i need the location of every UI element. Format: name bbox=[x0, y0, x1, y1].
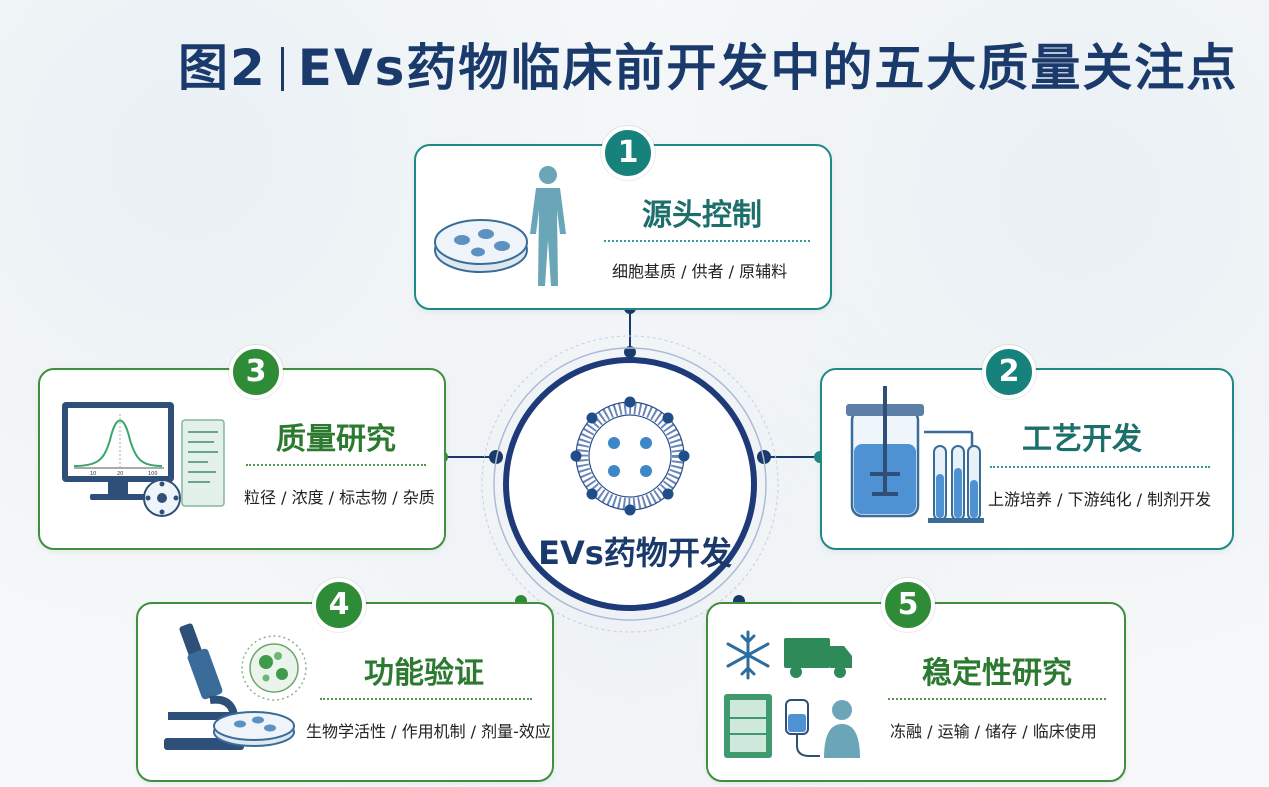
chart-tick-2: 20 bbox=[117, 471, 123, 477]
number-badge-3: 3 bbox=[229, 345, 283, 399]
human-figure-icon bbox=[530, 166, 566, 286]
monitor-chart-icon: 10 20 100 bbox=[62, 402, 225, 517]
chart-tick-3: 100 bbox=[148, 471, 158, 477]
card-2-subtitle: 上游培养 / 下游纯化 / 制剂开发 bbox=[988, 490, 1212, 509]
truck-icon bbox=[784, 638, 852, 678]
card-2-divider bbox=[990, 466, 1210, 468]
connector-1-dot-hub bbox=[624, 346, 636, 358]
vesicle-icon bbox=[570, 396, 690, 516]
card-4-divider bbox=[320, 698, 532, 700]
title-separator bbox=[280, 47, 284, 91]
card-stability-research: 稳定性研究 冻融 / 运输 / 储存 / 临床使用 bbox=[706, 602, 1126, 782]
number-badge-5: 5 bbox=[881, 578, 935, 632]
card-4-subtitle: 生物学活性 / 作用机制 / 剂量-效应 bbox=[306, 722, 551, 741]
stability-icons bbox=[724, 630, 860, 758]
card-2-title: 工艺开发 bbox=[1022, 422, 1142, 457]
card-1-divider bbox=[604, 240, 810, 242]
microscope-icon bbox=[164, 623, 307, 750]
card-quality-research: 10 20 100 质量研究 粒径 / 浓度 / 标志物 / 杂质 bbox=[38, 368, 446, 550]
center-label: EVs药物开发 bbox=[538, 534, 732, 572]
figure-number: 图2 bbox=[178, 39, 267, 97]
chart-tick-1: 10 bbox=[90, 471, 96, 477]
hub-halo-inner bbox=[493, 347, 767, 621]
hub-halo-outer bbox=[481, 335, 779, 633]
card-3-title: 质量研究 bbox=[276, 422, 396, 457]
hub-circle bbox=[503, 357, 757, 611]
freezer-icon bbox=[724, 694, 772, 758]
card-4-title: 功能验证 bbox=[364, 656, 484, 691]
number-badge-4: 4 bbox=[312, 578, 366, 632]
page-title: 图2 EVs药物临床前开发中的五大质量关注点 bbox=[178, 38, 1238, 98]
card-5-divider bbox=[888, 698, 1106, 700]
card-1-title: 源头控制 bbox=[642, 198, 762, 233]
card-1-subtitle: 细胞基质 / 供者 / 原辅料 bbox=[612, 262, 788, 281]
petri-dish-icon bbox=[434, 219, 528, 273]
card-3-subtitle: 粒径 / 浓度 / 标志物 / 杂质 bbox=[244, 488, 435, 507]
title-text: EVs药物临床前开发中的五大质量关注点 bbox=[297, 39, 1239, 97]
number-badge-2: 2 bbox=[982, 345, 1036, 399]
bioreactor-icon bbox=[846, 386, 984, 523]
snowflake-icon bbox=[726, 630, 770, 680]
card-3-divider bbox=[246, 464, 426, 466]
number-badge-1: 1 bbox=[601, 126, 655, 180]
card-5-subtitle: 冻融 / 运输 / 储存 / 临床使用 bbox=[890, 722, 1097, 741]
card-5-title: 稳定性研究 bbox=[922, 656, 1072, 691]
iv-bag-icon bbox=[785, 699, 820, 757]
card-process-development: 工艺开发 上游培养 / 下游纯化 / 制剂开发 bbox=[820, 368, 1234, 550]
patient-icon bbox=[824, 700, 860, 758]
